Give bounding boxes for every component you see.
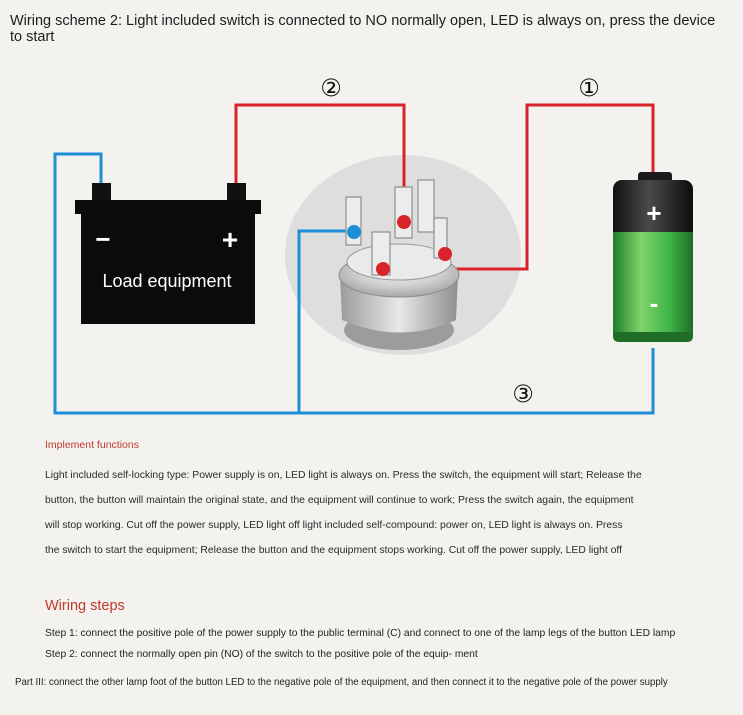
marker-1: ①: [578, 74, 600, 102]
implement-line: the switch to start the equipment; Relea…: [45, 545, 623, 556]
load-equipment: − + Load equipment: [75, 183, 261, 324]
wiring-diagram: − + Load equipment + - ① ② ③: [53, 74, 693, 415]
negative-wire: [53, 152, 655, 415]
implement-line: Light included self-locking type: Power …: [45, 470, 642, 481]
marker-3: ③: [512, 380, 534, 408]
wiring-steps-title: Wiring steps: [45, 598, 125, 614]
battery-plus-label: +: [646, 198, 661, 228]
implement-functions-text: Light included self-locking type: Power …: [45, 463, 685, 563]
implement-line: will stop working. Cut off the power sup…: [45, 520, 623, 531]
step-3: Part III: connect the other lamp foot of…: [15, 677, 668, 688]
step-1: Step 1: connect the positive pole of the…: [45, 628, 676, 639]
battery: + -: [613, 172, 693, 342]
step-2: Step 2: connect the normally open pin (N…: [45, 649, 478, 660]
pin-led-dot: [376, 262, 390, 276]
page-title: Wiring scheme 2: Light included switch i…: [10, 13, 716, 45]
battery-minus-label: -: [650, 288, 659, 318]
pin-no-dot: [397, 215, 411, 229]
pin-negative-dot: [347, 225, 361, 239]
implement-line: button, the button will maintain the ori…: [45, 495, 634, 506]
pin-common-dot: [438, 247, 452, 261]
implement-functions-title: Implement functions: [45, 439, 139, 451]
load-minus-label: −: [95, 224, 110, 254]
load-plus-label: +: [222, 224, 238, 255]
marker-2: ②: [320, 74, 342, 102]
load-equipment-label: Load equipment: [102, 271, 231, 291]
push-switch: [338, 179, 460, 350]
